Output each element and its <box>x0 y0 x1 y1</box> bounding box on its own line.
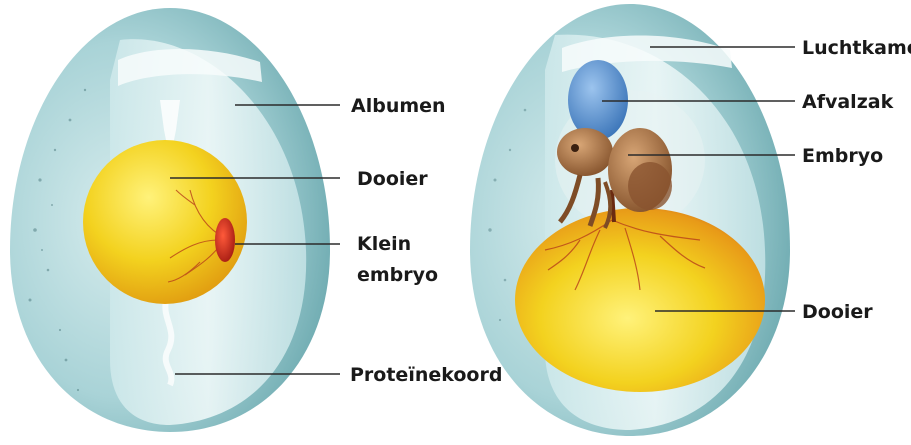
label-afvalzak: Afvalzak <box>802 91 894 113</box>
label-dooier-right: Dooier <box>802 301 873 323</box>
left-small-embryo <box>215 218 235 262</box>
label-klein-line1: Klein <box>357 233 411 255</box>
left-egg <box>10 8 330 432</box>
right-waste-sac <box>568 60 628 140</box>
label-proteinekoord: Proteïnekoord <box>350 364 502 386</box>
label-albumen: Albumen <box>351 95 446 117</box>
label-luchtkamer: Luchtkamer <box>802 37 911 59</box>
right-egg <box>470 4 790 436</box>
label-klein-line2: embryo <box>357 264 438 286</box>
label-dooier-left: Dooier <box>357 168 428 190</box>
right-yolk <box>515 208 765 392</box>
right-yolk-stalk <box>612 190 614 222</box>
label-embryo: Embryo <box>802 145 883 167</box>
